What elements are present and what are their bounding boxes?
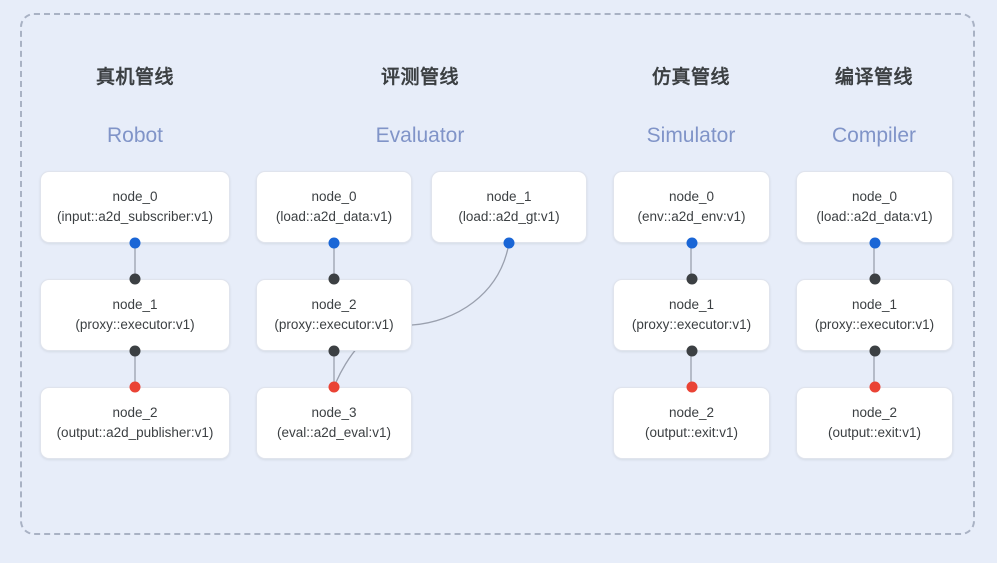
column-subtitle-compiler: Compiler: [831, 124, 917, 147]
node-name-label: node_1: [668, 297, 715, 312]
node-card-compiler-node_2[interactable]: node_2(output::exit:v1): [796, 387, 953, 459]
node-name-label: node_0: [311, 189, 357, 204]
port-blue-bottom-icon[interactable]: [503, 237, 515, 249]
diagram-dashed-frame: [20, 13, 975, 535]
node-name-label: node_2: [851, 405, 898, 420]
node-name-label: node_1: [486, 189, 532, 204]
node-card-simulator-node_0[interactable]: node_0(env::a2d_env:v1): [613, 171, 770, 243]
port-blue-bottom-icon[interactable]: [686, 237, 697, 249]
node-name-label: node_0: [851, 189, 898, 204]
port-black-bottom-icon[interactable]: [686, 345, 697, 357]
node-card-compiler-node_0[interactable]: node_0(load::a2d_data:v1): [796, 171, 953, 243]
node-spec-label: (proxy::executor:v1): [75, 317, 195, 332]
column-title-compiler: 编译管线: [834, 67, 913, 88]
column-subtitle-evaluator: Evaluator: [375, 124, 465, 147]
port-red-top-icon[interactable]: [869, 381, 880, 393]
node-name-label: node_2: [311, 297, 357, 312]
node-card-simulator-node_2[interactable]: node_2(output::exit:v1): [613, 387, 770, 459]
port-black-bottom-icon[interactable]: [869, 345, 880, 357]
port-red-top-icon[interactable]: [686, 381, 697, 393]
port-black-top-icon[interactable]: [328, 273, 340, 285]
port-blue-bottom-icon[interactable]: [869, 237, 880, 249]
node-card-evaluator-node_2[interactable]: node_2(proxy::executor:v1): [256, 279, 412, 351]
node-spec-label: (proxy::executor:v1): [631, 317, 752, 332]
column-title-simulator: 仿真管线: [651, 67, 730, 88]
port-red-top-icon[interactable]: [328, 381, 340, 393]
node-name-label: node_0: [668, 189, 715, 204]
node-spec-label: (input::a2d_subscriber:v1): [56, 209, 214, 224]
node-name-label: node_2: [112, 405, 158, 420]
node-spec-label: (load::a2d_data:v1): [275, 209, 393, 224]
node-name-label: node_1: [851, 297, 898, 312]
node-card-evaluator-node_3[interactable]: node_3(eval::a2d_eval:v1): [256, 387, 412, 459]
node-spec-label: (eval::a2d_eval:v1): [276, 425, 392, 440]
node-card-robot-node_2[interactable]: node_2(output::a2d_publisher:v1): [40, 387, 230, 459]
column-title-robot: 真机管线: [95, 67, 174, 88]
node-card-simulator-node_1[interactable]: node_1(proxy::executor:v1): [613, 279, 770, 351]
column-title-evaluator: 评测管线: [380, 67, 459, 88]
node-card-robot-node_0[interactable]: node_0(input::a2d_subscriber:v1): [40, 171, 230, 243]
node-name-label: node_3: [311, 405, 357, 420]
port-black-bottom-icon[interactable]: [129, 345, 141, 357]
port-black-top-icon[interactable]: [869, 273, 880, 285]
port-red-top-icon[interactable]: [129, 381, 141, 393]
column-subtitle-simulator: Simulator: [646, 124, 736, 147]
node-name-label: node_1: [112, 297, 158, 312]
node-spec-label: (proxy::executor:v1): [274, 317, 394, 332]
port-blue-bottom-icon[interactable]: [129, 237, 141, 249]
port-black-top-icon[interactable]: [686, 273, 697, 285]
node-spec-label: (proxy::executor:v1): [814, 317, 935, 332]
node-card-compiler-node_1[interactable]: node_1(proxy::executor:v1): [796, 279, 953, 351]
node-spec-label: (load::a2d_gt:v1): [458, 209, 560, 224]
column-subtitle-robot: Robot: [106, 124, 164, 147]
node-spec-label: (output::exit:v1): [827, 425, 922, 440]
node-spec-label: (load::a2d_data:v1): [816, 209, 933, 224]
node-card-evaluator-node_1[interactable]: node_1(load::a2d_gt:v1): [431, 171, 587, 243]
port-black-bottom-icon[interactable]: [328, 345, 340, 357]
node-spec-label: (env::a2d_env:v1): [637, 209, 746, 224]
port-black-top-icon[interactable]: [129, 273, 141, 285]
node-name-label: node_2: [668, 405, 715, 420]
node-card-evaluator-node_0[interactable]: node_0(load::a2d_data:v1): [256, 171, 412, 243]
node-card-robot-node_1[interactable]: node_1(proxy::executor:v1): [40, 279, 230, 351]
node-spec-label: (output::exit:v1): [644, 425, 739, 440]
node-name-label: node_0: [112, 189, 158, 204]
port-blue-bottom-icon[interactable]: [328, 237, 340, 249]
node-spec-label: (output::a2d_publisher:v1): [56, 425, 214, 440]
